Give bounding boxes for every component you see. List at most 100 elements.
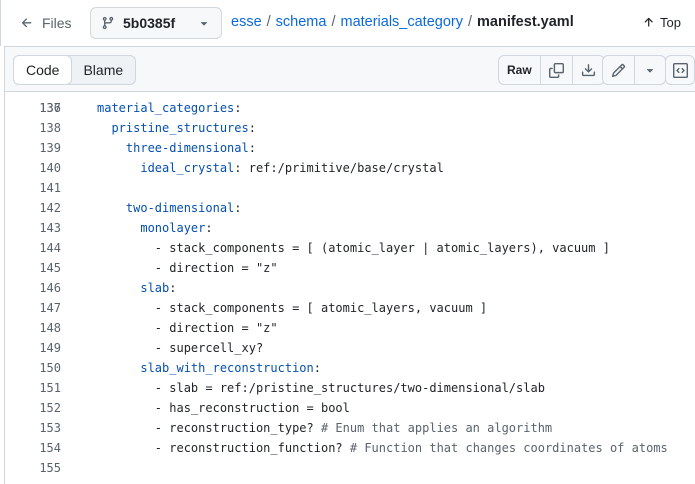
line-number[interactable]: 147 (39, 301, 61, 315)
yaml-key: slab_with_reconstruction (140, 361, 314, 375)
line-number[interactable]: 138 (39, 121, 61, 135)
branch-selector-button[interactable]: 5b0385f (90, 7, 222, 39)
code-line: 147 - stack_components = [ atomic_layers… (5, 298, 695, 318)
yaml-value: - supercell_xy? (154, 341, 264, 355)
code-text: - has_reconstruction = bool (97, 398, 350, 418)
copy-raw-button[interactable] (541, 56, 573, 84)
code-line: 146 slab: (5, 278, 695, 298)
indent (97, 241, 155, 255)
code-line: 151 - slab = ref:/pristine_structures/tw… (5, 378, 695, 398)
yaml-value: : (248, 121, 256, 135)
code-text: - reconstruction_function? # Function th… (97, 438, 668, 458)
yaml-value: - reconstruction_function? (154, 441, 350, 455)
code-text: - reconstruction_type? # Enum that appli… (97, 418, 552, 438)
code-line: 141 (5, 178, 695, 198)
branch-name: 5b0385f (123, 15, 176, 31)
code-line: 155 (5, 458, 695, 478)
yaml-comment: # Function that changes coordinates of a… (349, 441, 668, 455)
indent (97, 301, 155, 315)
raw-button[interactable]: Raw (499, 56, 541, 84)
code-text: two-dimensional: (97, 198, 242, 218)
edit-actions-group (602, 55, 666, 85)
pencil-icon (611, 63, 626, 78)
line-number[interactable]: 154 (39, 441, 61, 455)
indent (97, 341, 155, 355)
line-number[interactable]: 140 (39, 161, 61, 175)
yaml-value: - stack_components = [ atomic_layers, va… (154, 301, 488, 315)
indent (97, 281, 140, 295)
yaml-key: material_categories (97, 101, 235, 115)
code-text: slab_with_reconstruction: (97, 358, 321, 378)
breadcrumb-link-folder[interactable]: materials_category (340, 14, 463, 30)
breadcrumb-separator: / (266, 14, 271, 30)
file-toolbar: Code Blame Raw (4, 46, 695, 92)
line-number[interactable]: 153 (39, 421, 61, 435)
code-line: 140 ideal_crystal: ref:/primitive/base/c… (5, 158, 695, 178)
yaml-value: : (248, 141, 256, 155)
line-number[interactable]: 137 (39, 101, 61, 115)
code-blame-toggle: Code Blame (13, 55, 137, 85)
code-text: - stack_components = [ atomic_layers, va… (97, 298, 487, 318)
indent (97, 381, 155, 395)
line-number[interactable]: 155 (39, 461, 61, 475)
breadcrumb: esse / schema / materials_category / man… (231, 14, 574, 30)
line-number[interactable]: 152 (39, 401, 61, 415)
indent (97, 221, 140, 235)
line-number[interactable]: 139 (39, 141, 61, 155)
file-actions-group: Raw (498, 55, 605, 85)
yaml-key: two-dimensional (125, 201, 235, 215)
line-number[interactable]: 148 (39, 321, 61, 335)
code-line: 150 slab_with_reconstruction: (5, 358, 695, 378)
code-text: three-dimensional: (97, 138, 256, 158)
line-number[interactable]: 141 (39, 181, 61, 195)
code-line: 149 - supercell_xy? (5, 338, 695, 358)
yaml-value: : (234, 201, 242, 215)
indent (97, 161, 140, 175)
back-to-top-button[interactable]: Top (642, 15, 681, 30)
line-number[interactable]: 146 (39, 281, 61, 295)
code-square-icon (672, 62, 688, 78)
code-text: ideal_crystal: ref:/primitive/base/cryst… (97, 158, 443, 178)
code-text: monolayer: (97, 218, 212, 238)
code-line: 138 pristine_structures: (5, 118, 695, 138)
triangle-down-icon (643, 63, 657, 77)
indent (97, 121, 111, 135)
line-number[interactable]: 149 (39, 341, 61, 355)
line-number[interactable]: 145 (39, 261, 61, 275)
git-branch-icon (101, 16, 115, 30)
code-line: 137 material_categories: (5, 98, 695, 118)
code-line: 153 - reconstruction_type? # Enum that a… (5, 418, 695, 438)
tab-blame[interactable]: Blame (83, 62, 124, 78)
code-line-partial: 136 (5, 92, 695, 115)
indent (97, 401, 155, 415)
yaml-value: : (169, 281, 177, 295)
line-number[interactable]: 143 (39, 221, 61, 235)
download-icon (581, 63, 596, 78)
code-text: - direction = "z" (97, 258, 278, 278)
line-number[interactable]: 151 (39, 381, 61, 395)
tab-code[interactable]: Code (13, 55, 73, 85)
code-line: 143 monolayer: (5, 218, 695, 238)
line-number[interactable]: 144 (39, 241, 61, 255)
download-raw-button[interactable] (573, 56, 604, 84)
breadcrumb-link-repo[interactable]: esse (231, 14, 262, 30)
indent (97, 261, 155, 275)
code-line: 144 - stack_components = [ (atomic_layer… (5, 238, 695, 258)
arrow-up-icon (642, 16, 655, 29)
more-edit-options-button[interactable] (635, 56, 665, 84)
breadcrumb-separator: / (331, 14, 336, 30)
code-text: - direction = "z" (97, 318, 278, 338)
yaml-value: : (313, 361, 321, 375)
breadcrumb-link-schema[interactable]: schema (275, 14, 327, 30)
code-text: - slab = ref:/pristine_structures/two-di… (97, 378, 545, 398)
arrow-left-icon (20, 16, 34, 30)
line-number[interactable]: 142 (39, 201, 61, 215)
symbols-panel-button[interactable] (665, 55, 695, 85)
yaml-value: : (234, 101, 242, 115)
line-number[interactable]: 150 (39, 361, 61, 375)
edit-file-button[interactable] (603, 56, 635, 84)
code-line: 154 - reconstruction_function? # Functio… (5, 438, 695, 458)
files-toggle-button[interactable]: Files (20, 15, 72, 31)
code-line: 142 two-dimensional: (5, 198, 695, 218)
